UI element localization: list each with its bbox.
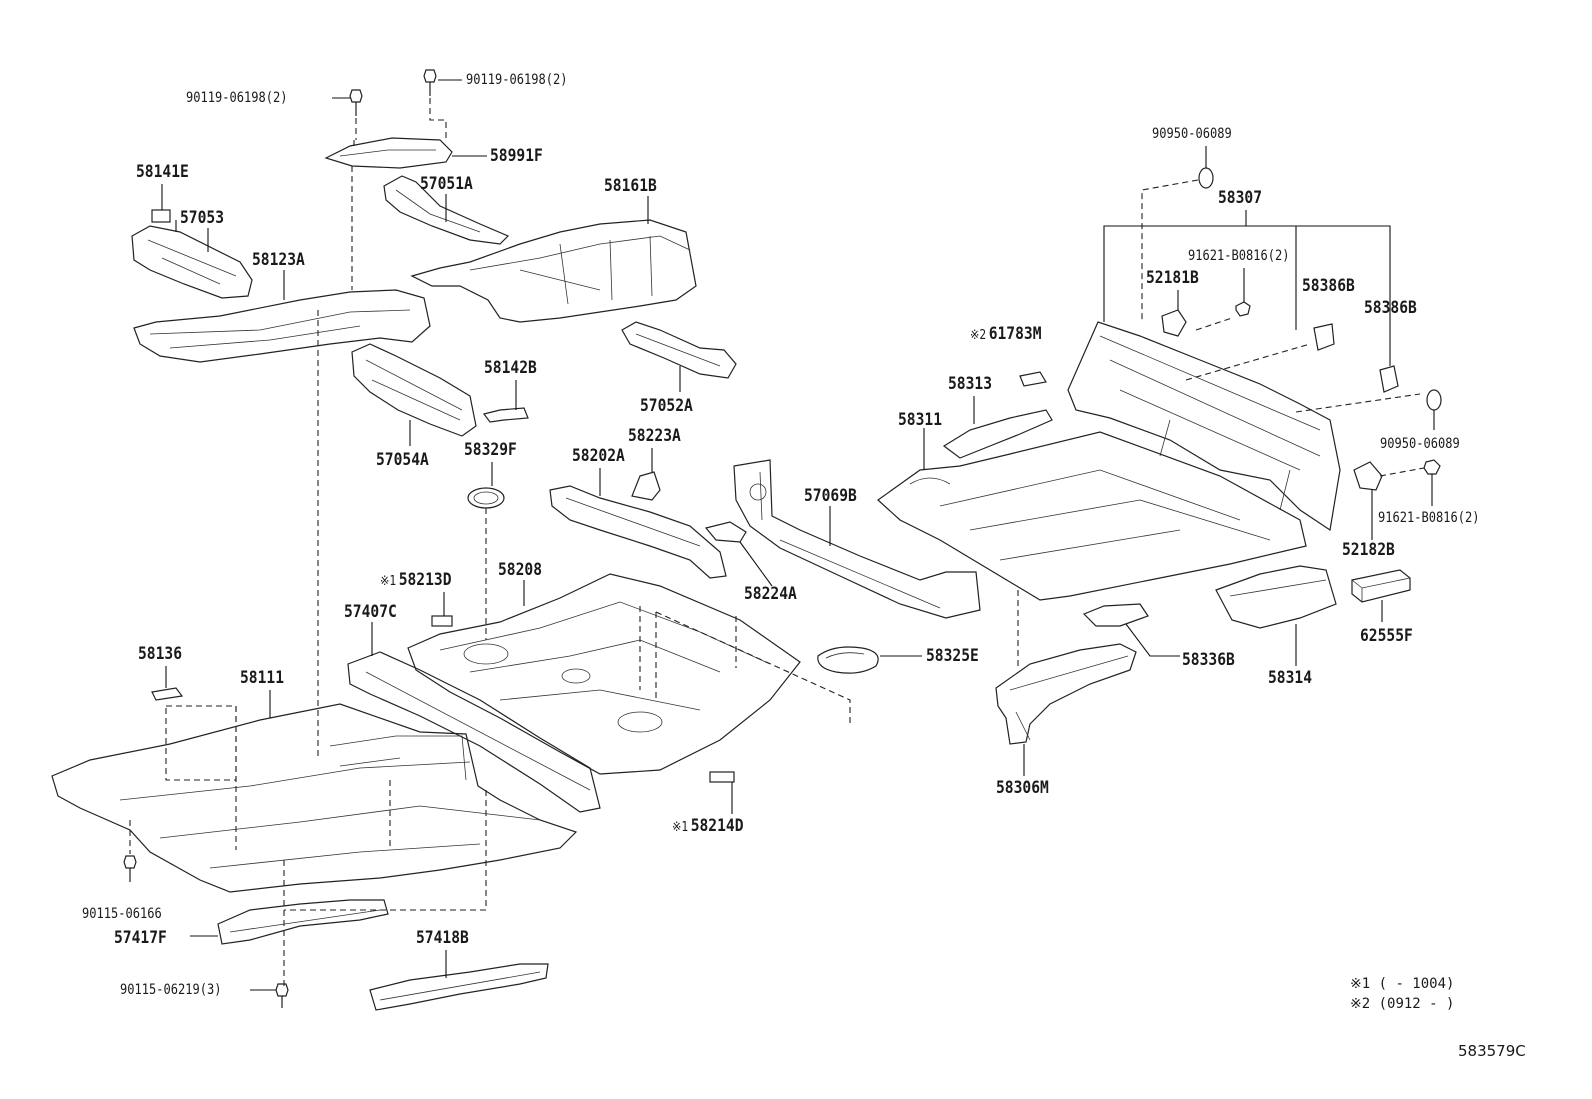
part-62555F — [1351, 569, 1411, 603]
part-58306M — [995, 643, 1137, 745]
part-58311 — [877, 431, 1307, 601]
grommet-58325E — [817, 646, 879, 674]
label-57069B: 57069B — [804, 486, 857, 506]
label-52182B: 52182B — [1342, 540, 1395, 560]
label-58313: 58313 — [948, 374, 993, 394]
label-58136: 58136 — [138, 644, 183, 664]
label-57053: 57053 — [180, 208, 225, 228]
label-57407C: 57407C — [344, 602, 397, 622]
label-57051A: 57051A — [420, 174, 473, 194]
part-58123A — [133, 289, 431, 363]
part-58313 — [942, 409, 1053, 459]
footnote-2: ※2 (0912 - ) — [1350, 996, 1455, 1012]
plug-icon — [1198, 167, 1214, 189]
label-90119-06198-right: 90119-06198(2) — [466, 72, 568, 88]
label-58336B: 58336B — [1182, 650, 1235, 670]
label-58224A: 58224A — [744, 584, 797, 604]
label-58223A: 58223A — [628, 426, 681, 446]
part-57054A — [351, 343, 477, 437]
label-58386B-left: 58386B — [1302, 276, 1355, 296]
bracket-58991F — [324, 137, 453, 169]
label-58329F: 58329F — [464, 440, 517, 460]
part-58111 — [51, 703, 578, 893]
label-58386B-right: 58386B — [1364, 298, 1417, 318]
label-58202A: 58202A — [572, 446, 625, 466]
label-58141E: 58141E — [136, 162, 189, 182]
label-58314: 58314 — [1268, 668, 1313, 688]
part-57052A — [621, 321, 737, 379]
part-57418B — [369, 963, 549, 1011]
part-58161B — [410, 219, 697, 323]
bolt-icon — [349, 89, 363, 116]
label-57417F: 57417F — [114, 928, 167, 948]
label-58161B: 58161B — [604, 176, 657, 196]
part-58307 — [1067, 321, 1341, 532]
label-52181B: 52181B — [1146, 268, 1199, 288]
label-57054A: 57054A — [376, 450, 429, 470]
mark-1: ※1 — [380, 574, 397, 589]
label-91621-B0816-right: 91621-B0816(2) — [1378, 510, 1480, 526]
footnote-1: ※1 ( - 1004) — [1350, 976, 1455, 992]
part-58208 — [407, 573, 801, 775]
label-58208: 58208 — [498, 560, 543, 580]
label-62555F: 62555F — [1360, 626, 1413, 646]
part-57053 — [131, 225, 253, 299]
part-57417F — [217, 899, 389, 945]
part-57051A — [383, 175, 510, 245]
bolt-icon — [423, 69, 437, 96]
label-58123A: 58123A — [252, 250, 305, 270]
label-58311: 58311 — [898, 410, 943, 430]
label-58325E: 58325E — [926, 646, 979, 666]
grommet-58329F — [467, 487, 505, 509]
part-57069B — [733, 459, 981, 619]
bolt-icon — [123, 855, 137, 882]
part-57407C — [347, 651, 601, 813]
label-91621-B0816-top: 91621-B0816(2) — [1188, 248, 1290, 264]
bolt-icon — [1235, 301, 1251, 317]
label-57418B: 57418B — [416, 928, 469, 948]
label-90115-06166: 90115-06166 — [82, 906, 162, 922]
plug-icon — [1426, 389, 1442, 411]
label-90115-06219: 90115-06219(3) — [120, 982, 222, 998]
figure-code: 583579C — [1458, 1042, 1526, 1060]
bolt-icon — [1423, 459, 1441, 475]
label-58306M: 58306M — [996, 778, 1049, 798]
part-58314 — [1215, 565, 1337, 629]
label-90950-06089-right: 90950-06089 — [1380, 436, 1460, 452]
bolt-icon — [275, 983, 289, 1008]
label-58307: 58307 — [1218, 188, 1263, 208]
label-57052A: 57052A — [640, 396, 693, 416]
label-58142B: 58142B — [484, 358, 537, 378]
mark-2: ※2 — [970, 328, 987, 343]
part-58202A — [549, 485, 727, 579]
label-90119-06198-left: 90119-06198(2) — [186, 90, 288, 106]
label-90950-06089-top: 90950-06089 — [1152, 126, 1232, 142]
label-58991F: 58991F — [490, 146, 543, 166]
label-58111: 58111 — [240, 668, 285, 688]
mark-1: ※1 — [672, 820, 689, 835]
